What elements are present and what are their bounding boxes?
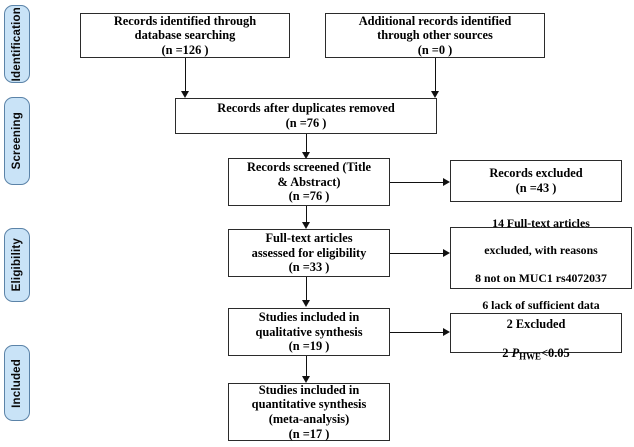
connector-duplicates-to-screened — [306, 134, 307, 154]
phase-label-identification: Identification — [11, 6, 23, 82]
box-additional-records-text: Additional records identified through ot… — [358, 13, 512, 57]
box-duplicates-removed-text: Records after duplicates removed (n =76 … — [217, 101, 395, 130]
connector-fulltext-to-excluded — [390, 253, 445, 254]
fulltext-excluded-line1: 14 Full-text articles — [492, 216, 590, 231]
box-records-screened: Records screened (Title & Abstract) (n =… — [228, 158, 390, 206]
connector-screened-to-fulltext — [306, 206, 307, 224]
box-records-identified: Records identified through database sear… — [80, 13, 290, 58]
phase-tab-eligibility: Eligibility — [4, 228, 30, 302]
phase-tab-included: Included — [4, 345, 30, 421]
arrowhead-additional-to-duplicates — [430, 91, 439, 98]
box-fulltext-excluded: 14 Full-text articles excluded, with rea… — [450, 216, 632, 312]
connector-qualitative-to-hwe — [390, 332, 445, 333]
phase-label-eligibility: Eligibility — [11, 238, 23, 292]
hwe-excluded-line1: 2 Excluded — [506, 316, 566, 331]
phase-tab-screening: Screening — [4, 97, 30, 185]
box-hwe-excluded-text: 2 Excluded 2 PHWE<0.05 — [498, 302, 573, 364]
box-qualitative-synthesis-text: Studies included in qualitative synthesi… — [255, 310, 363, 354]
box-records-identified-text: Records identified through database sear… — [113, 13, 257, 57]
box-qualitative-synthesis: Studies included in qualitative synthesi… — [228, 308, 390, 356]
box-fulltext-assessed: Full-text articles assessed for eligibil… — [228, 229, 390, 277]
box-quantitative-synthesis: Studies included in quantitative synthes… — [228, 383, 390, 441]
fulltext-excluded-line3: 8 not on MUC1 rs4072037 — [475, 270, 607, 285]
fulltext-excluded-line2: excluded, with reasons — [484, 243, 598, 258]
hwe-excluded-p-symbol: P — [511, 345, 520, 360]
hwe-excluded-suffix: <0.05 — [540, 345, 570, 360]
arrowhead-qualitative-to-quantitative — [301, 376, 310, 383]
arrowhead-duplicates-to-screened — [301, 152, 310, 159]
box-fulltext-assessed-text: Full-text articles assessed for eligibil… — [251, 231, 367, 275]
box-additional-records: Additional records identified through ot… — [325, 13, 545, 58]
box-duplicates-removed: Records after duplicates removed (n =76 … — [175, 98, 437, 134]
connector-identified-to-duplicates — [185, 58, 186, 91]
fulltext-excluded-line4: 6 lack of sufficient data — [482, 297, 600, 312]
connector-qualitative-to-quantitative — [306, 356, 307, 378]
arrowhead-qualitative-to-hwe — [443, 327, 450, 336]
connector-screened-to-excluded — [390, 182, 445, 183]
connector-additional-to-duplicates — [435, 58, 436, 91]
box-hwe-excluded: 2 Excluded 2 PHWE<0.05 — [450, 313, 622, 361]
phase-tab-identification: Identification — [4, 5, 30, 83]
hwe-excluded-prefix: 2 — [502, 345, 512, 360]
box-records-excluded-text: Records excluded (n =43 ) — [489, 166, 583, 195]
arrowhead-screened-to-excluded — [443, 177, 450, 186]
box-quantitative-synthesis-text: Studies included in quantitative synthes… — [251, 382, 367, 441]
connector-fulltext-to-qualitative — [306, 277, 307, 302]
arrowhead-fulltext-to-excluded — [443, 248, 450, 257]
arrowhead-fulltext-to-qualitative — [301, 300, 310, 307]
arrowhead-screened-to-fulltext — [301, 222, 310, 229]
phase-label-included: Included — [11, 358, 23, 408]
hwe-excluded-subscript: HWE — [519, 351, 541, 362]
box-fulltext-excluded-text: 14 Full-text articles excluded, with rea… — [471, 204, 611, 313]
phase-label-screening: Screening — [11, 112, 23, 170]
arrowhead-identified-to-duplicates — [180, 91, 189, 98]
box-records-screened-text: Records screened (Title & Abstract) (n =… — [246, 160, 372, 204]
box-records-excluded: Records excluded (n =43 ) — [450, 160, 622, 202]
